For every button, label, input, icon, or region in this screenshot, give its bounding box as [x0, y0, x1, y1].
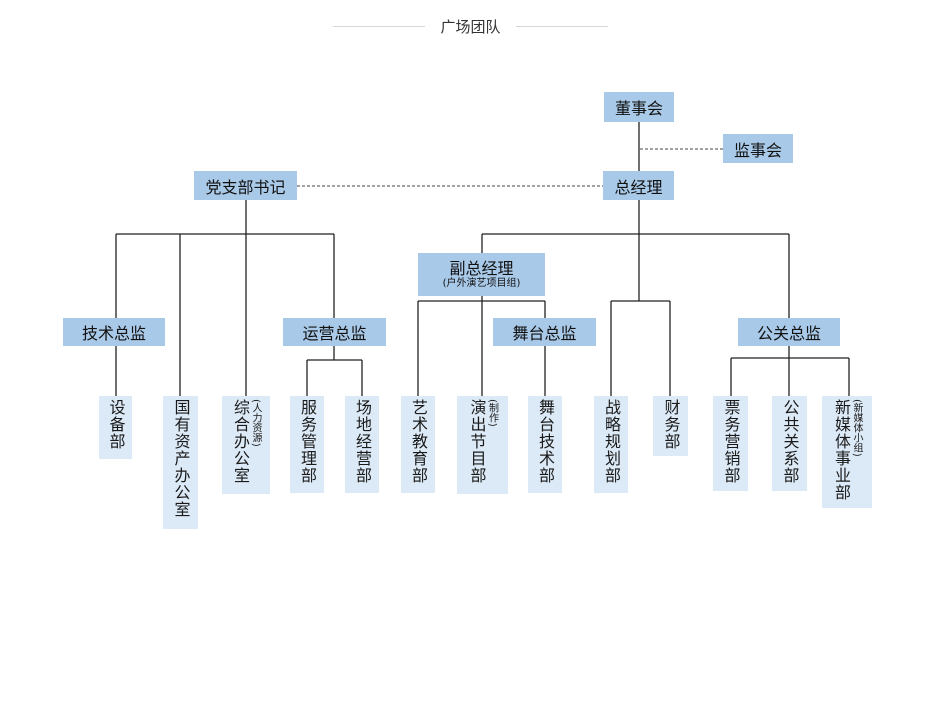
dept-equipment: 设备部 [99, 396, 132, 459]
dept-new-media-label: 新媒体事业部 [832, 399, 851, 501]
dept-strategy-label: 战略规划部 [602, 399, 621, 484]
dept-strategy: 战略规划部 [594, 396, 628, 493]
dept-art-edu-label: 艺术教育部 [409, 399, 428, 484]
dept-service-mgmt-label: 服务管理部 [298, 399, 317, 484]
stage-director-node: 舞台总监 [493, 318, 596, 346]
deputy-gm-label: 副总经理 [449, 258, 514, 278]
dept-show-program-note: (制作) [486, 399, 498, 427]
dept-general-office-note: (人力资源) [250, 399, 261, 447]
dept-finance-label: 财务部 [661, 399, 681, 450]
dept-public-relations-label: 公共关系部 [780, 399, 800, 484]
dept-show-program: 演出节目部 (制作) [457, 396, 508, 494]
dept-new-media-note: (新媒体小组) [851, 399, 862, 457]
party-secretary-node: 党支部书记 [194, 171, 297, 200]
pr-director-node: 公关总监 [738, 318, 840, 346]
dept-ticketing: 票务营销部 [713, 396, 748, 491]
dept-equipment-label: 设备部 [106, 399, 126, 450]
deputy-gm-note: (户外演艺项目组) [442, 277, 521, 289]
dept-venue-ops: 场地经营部 [345, 396, 379, 493]
dept-art-edu: 艺术教育部 [401, 396, 435, 493]
dept-ticketing-label: 票务营销部 [721, 399, 741, 484]
page-title: 广场团队 [440, 18, 501, 36]
title-bar: 广场团队 [0, 14, 935, 42]
dept-public-relations: 公共关系部 [772, 396, 807, 491]
title-divider-right [516, 26, 608, 27]
tech-director-node: 技术总监 [63, 318, 165, 346]
board-node: 董事会 [604, 92, 674, 122]
dept-general-office-label: 综合办公室 [231, 399, 250, 484]
dept-show-program-label: 演出节目部 [467, 399, 487, 484]
supervisors-node: 监事会 [723, 134, 793, 163]
dept-venue-ops-label: 场地经营部 [353, 399, 372, 484]
title-divider-left [333, 26, 425, 27]
dept-general-office: 综合办公室 (人力资源) [222, 396, 270, 494]
dept-service-mgmt: 服务管理部 [290, 396, 324, 493]
deputy-gm-node: 副总经理 (户外演艺项目组) [418, 253, 545, 296]
dept-new-media: 新媒体事业部 (新媒体小组) [822, 396, 872, 508]
gm-node: 总经理 [603, 171, 674, 200]
dept-finance: 财务部 [653, 396, 688, 456]
dept-state-assets: 国有资产办公室 [163, 396, 198, 529]
dept-stage-tech-label: 舞台技术部 [536, 399, 555, 484]
ops-director-node: 运营总监 [283, 318, 386, 346]
dept-stage-tech: 舞台技术部 [528, 396, 562, 493]
dept-state-assets-label: 国有资产办公室 [171, 399, 191, 518]
